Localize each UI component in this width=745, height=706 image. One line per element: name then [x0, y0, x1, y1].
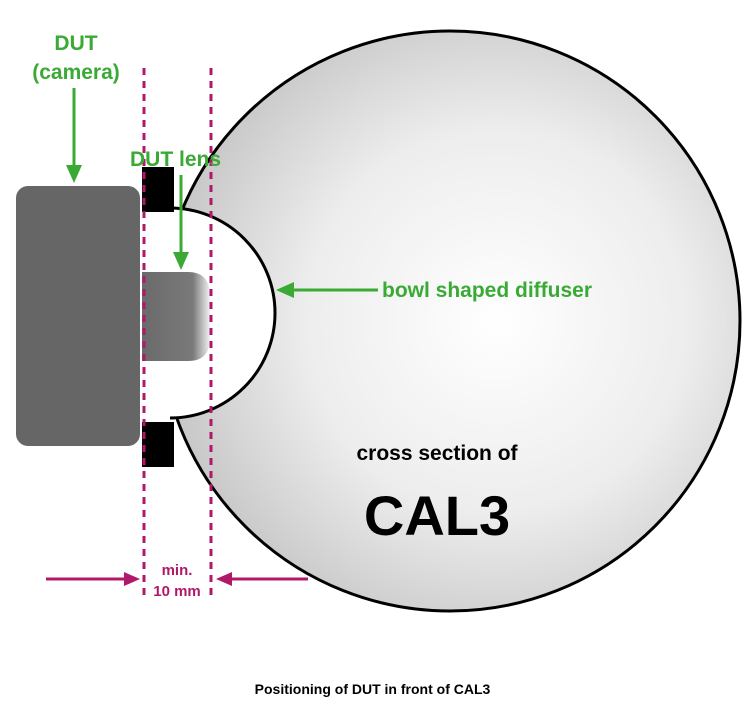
distance-arrow-left — [46, 572, 140, 586]
dut-camera-label: DUT — [54, 32, 97, 55]
diffuser-arrow — [276, 282, 378, 298]
diffuser-label: bowl shaped diffuser — [382, 279, 592, 302]
device-name-label: CAL3 — [364, 484, 510, 547]
port-block-top — [142, 167, 174, 212]
camera-arrow — [66, 88, 82, 183]
dut-camera-label-sub: (camera) — [32, 61, 120, 84]
bowl-diffuser — [170, 208, 275, 418]
dut-lens-label: DUT lens — [130, 148, 221, 171]
lens-arrow — [173, 175, 189, 270]
min-label: min. — [162, 562, 193, 579]
dut-lens — [142, 272, 210, 361]
cross-section-label: cross section of — [356, 442, 518, 465]
distance-label: 10 mm — [153, 583, 201, 600]
port-block-bottom — [142, 422, 174, 467]
dut-camera-body — [16, 186, 140, 446]
distance-arrow-right — [216, 572, 308, 586]
figure-caption: Positioning of DUT in front of CAL3 — [254, 681, 491, 697]
bowl-diffuser-outline — [169, 206, 277, 420]
